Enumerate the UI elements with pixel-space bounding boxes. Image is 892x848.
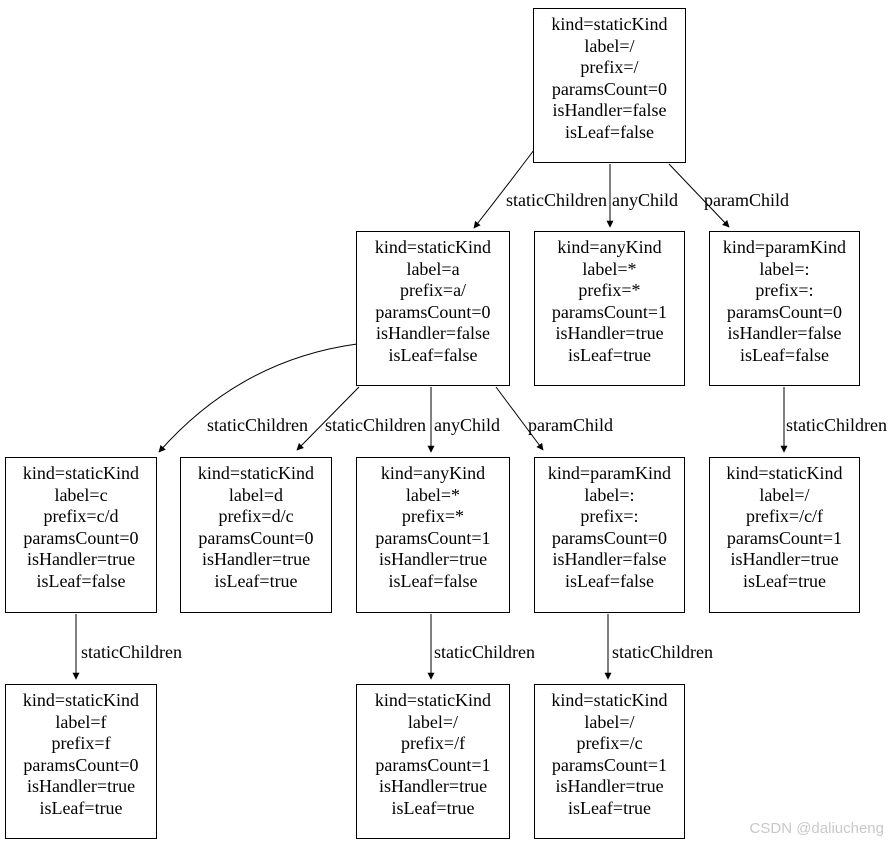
- node-slash-f: kind=staticKind label=/ prefix=/f params…: [356, 684, 510, 839]
- edge-label-anychild: anyChild: [612, 190, 678, 210]
- edge-label-staticchildren: staticChildren: [786, 415, 887, 435]
- node-a: kind=staticKind label=a prefix=a/ params…: [356, 231, 510, 386]
- node-any-2: kind=anyKind label=* prefix=* paramsCoun…: [356, 457, 510, 613]
- node-root: kind=staticKind label=/ prefix=/ paramsC…: [533, 8, 686, 163]
- edge-label-staticchildren: staticChildren: [506, 190, 607, 210]
- node-any-1: kind=anyKind label=* prefix=* paramsCoun…: [534, 231, 685, 386]
- csdn-watermark: CSDN @daliucheng: [749, 820, 884, 837]
- node-d: kind=staticKind label=d prefix=d/c param…: [180, 457, 332, 613]
- edge-label-paramchild: paramChild: [704, 190, 789, 210]
- edge-label-staticchildren: staticChildren: [207, 415, 308, 435]
- edge-label-paramchild: paramChild: [528, 415, 613, 435]
- node-f: kind=staticKind label=f prefix=f paramsC…: [5, 684, 157, 839]
- edge-label-staticchildren: staticChildren: [325, 415, 426, 435]
- edge-label-anychild: anyChild: [434, 415, 500, 435]
- node-param-2: kind=paramKind label=: prefix=: paramsCo…: [534, 457, 685, 613]
- node-param-1: kind=paramKind label=: prefix=: paramsCo…: [709, 231, 860, 386]
- edge-label-staticchildren: staticChildren: [612, 642, 713, 662]
- node-c: kind=staticKind label=c prefix=c/d param…: [5, 457, 157, 613]
- node-slash-cf: kind=staticKind label=/ prefix=/c/f para…: [709, 457, 860, 613]
- edge-root-staticchildren: [473, 149, 535, 229]
- node-slash-c: kind=staticKind label=/ prefix=/c params…: [534, 684, 685, 839]
- edge-label-staticchildren: staticChildren: [434, 642, 535, 662]
- edge-label-staticchildren: staticChildren: [81, 642, 182, 662]
